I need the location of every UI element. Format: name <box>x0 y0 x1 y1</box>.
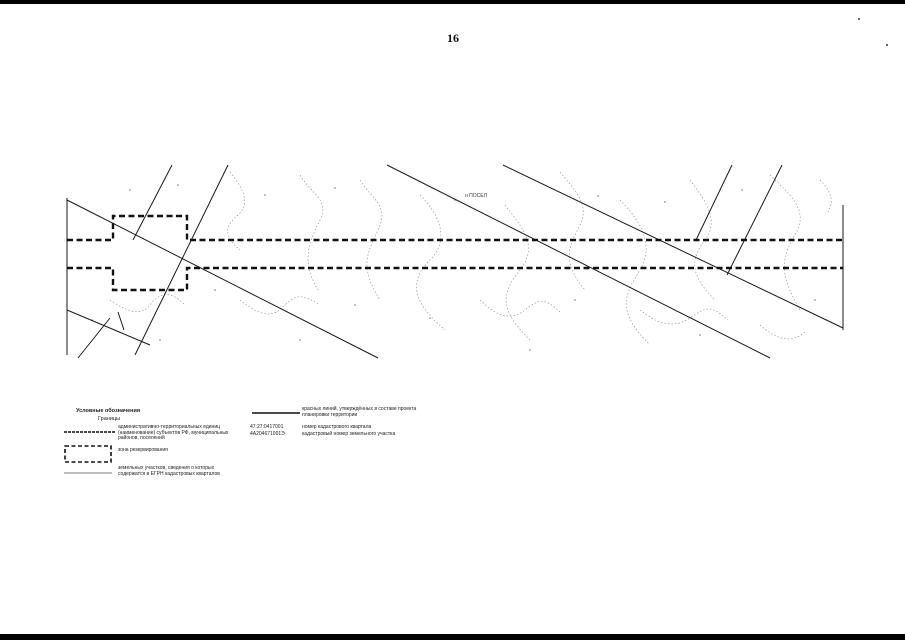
scan-speck <box>886 44 888 46</box>
parcel-boundary-line <box>132 164 173 241</box>
page-border-top <box>0 0 905 4</box>
legend-symbol-admin-border <box>64 431 116 433</box>
map-settlement-label: н ПОСЕЛ <box>465 193 487 199</box>
legend-code-parcel: 4А204671001Э <box>250 431 285 437</box>
terrain-contours <box>109 171 832 346</box>
page-border-bottom <box>0 634 905 640</box>
contour-line <box>769 174 801 311</box>
parcel-boundary-line <box>134 164 229 356</box>
contour-line <box>239 296 319 315</box>
parcel-boundary-line <box>66 309 151 346</box>
reserve-zone-top-edge <box>67 214 843 242</box>
parcel-boundary-line <box>117 311 125 331</box>
contour-line <box>759 324 806 340</box>
legend-subtitle: Границы <box>98 416 120 422</box>
legend-symbol-reserve-zone <box>64 445 112 463</box>
contour-line <box>504 204 531 341</box>
legend-text-parcels: земельных участков, сведения о которых с… <box>118 465 220 477</box>
parcel-boundary-line <box>386 164 771 359</box>
contour-line <box>559 171 586 291</box>
legend-text-quarter-number: номер кадастрового квартала <box>302 424 372 430</box>
contour-line <box>479 299 561 317</box>
legend-code-quarter: 47:27:0417001 <box>250 424 284 430</box>
legend-text-parcel-number: кадастровый номер земельного участка <box>302 431 396 437</box>
legend-text-red-lines: красных линий, утверждённых в составе пр… <box>302 406 417 418</box>
parcel-boundary-line <box>726 164 783 276</box>
page-number: 16 <box>447 31 459 45</box>
parcel-boundary-line <box>695 164 733 241</box>
map-legend: Условные обозначения Границы администрат… <box>62 405 462 485</box>
legend-title: Условные обозначения <box>76 408 141 414</box>
contour-line <box>416 194 446 331</box>
contour-line <box>299 174 324 291</box>
contour-line <box>227 171 245 251</box>
parcel-boundary-line <box>502 164 844 329</box>
legend-symbol-red-lines <box>252 412 300 414</box>
parcel-boundary-lines <box>66 164 844 359</box>
legend-symbol-parcels <box>64 472 112 474</box>
contour-line <box>819 179 832 213</box>
parcel-boundary-line <box>66 199 379 359</box>
contour-line <box>619 199 651 346</box>
parcel-boundary-line <box>77 317 111 359</box>
map-frame-lines <box>66 198 844 355</box>
contour-line <box>639 308 729 325</box>
contour-line <box>109 294 186 313</box>
reserve-zone-outline <box>67 214 843 292</box>
reserve-zone-bottom-edge <box>67 266 843 292</box>
contour-line <box>359 179 383 301</box>
legend-text-admin-border: административно-территориальных единиц (… <box>118 424 229 442</box>
terrain-dots <box>91 184 816 351</box>
legend-text-reserve-zone: зона резервирования <box>118 447 168 453</box>
scan-speck <box>858 18 860 20</box>
